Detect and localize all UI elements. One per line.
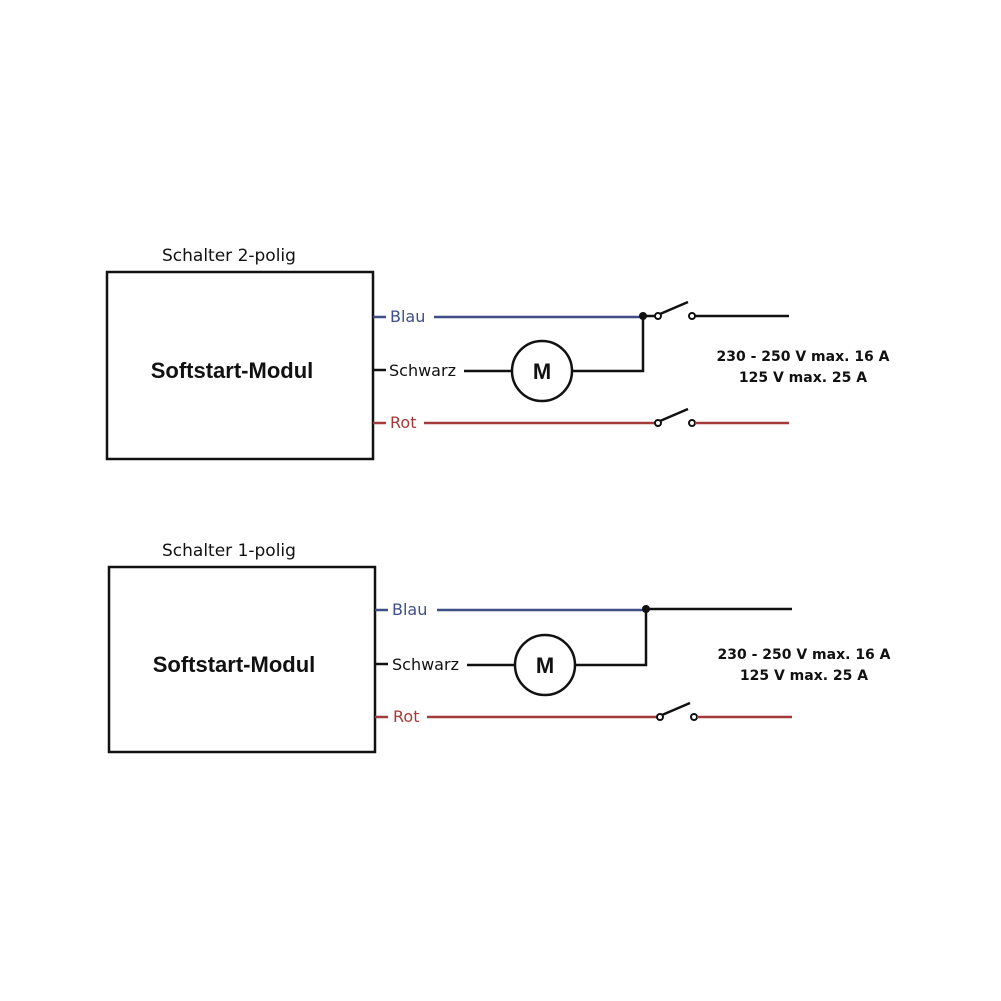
module-title: Softstart-Modul — [153, 652, 316, 677]
wire-label-black: Schwarz — [389, 361, 456, 380]
rating-line-1: 230 - 250 V max. 16 A — [716, 349, 889, 365]
wire-label-red: Rot — [390, 413, 416, 432]
wire-label-black: Schwarz — [392, 655, 459, 674]
switch-blade — [661, 701, 691, 717]
softstart-module-box — [107, 565, 377, 754]
switch-contact — [654, 312, 662, 320]
diagram-1-pole: Schalter 1-polig Softstart-Modul Blau Sc… — [107, 541, 891, 754]
rating-line-1: 230 - 250 V max. 16 A — [717, 647, 890, 663]
motor-label: M — [536, 653, 554, 678]
wire-label-red: Rot — [393, 707, 419, 726]
motor-return-wire — [575, 609, 648, 667]
switch-blade — [659, 300, 689, 316]
wire-label-blue: Blau — [392, 600, 427, 619]
diagram-caption: Schalter 1-polig — [162, 541, 296, 561]
diagram-2-pole: Schalter 2-polig Softstart-Modul Blau Sc… — [105, 246, 890, 461]
switch-contact — [654, 419, 662, 427]
switch-contact — [688, 419, 696, 427]
softstart-module-box — [105, 270, 375, 461]
switch-contact — [690, 713, 698, 721]
switch-blade — [659, 407, 689, 423]
switch-contact — [688, 312, 696, 320]
diagram-caption: Schalter 2-polig — [162, 246, 296, 266]
rating-line-2: 125 V max. 25 A — [740, 668, 868, 684]
module-title: Softstart-Modul — [151, 358, 314, 383]
motor-return-wire — [572, 316, 645, 373]
wire-label-blue: Blau — [390, 307, 425, 326]
motor-label: M — [533, 359, 551, 384]
rating-line-2: 125 V max. 25 A — [739, 370, 867, 386]
switch-contact — [656, 713, 664, 721]
